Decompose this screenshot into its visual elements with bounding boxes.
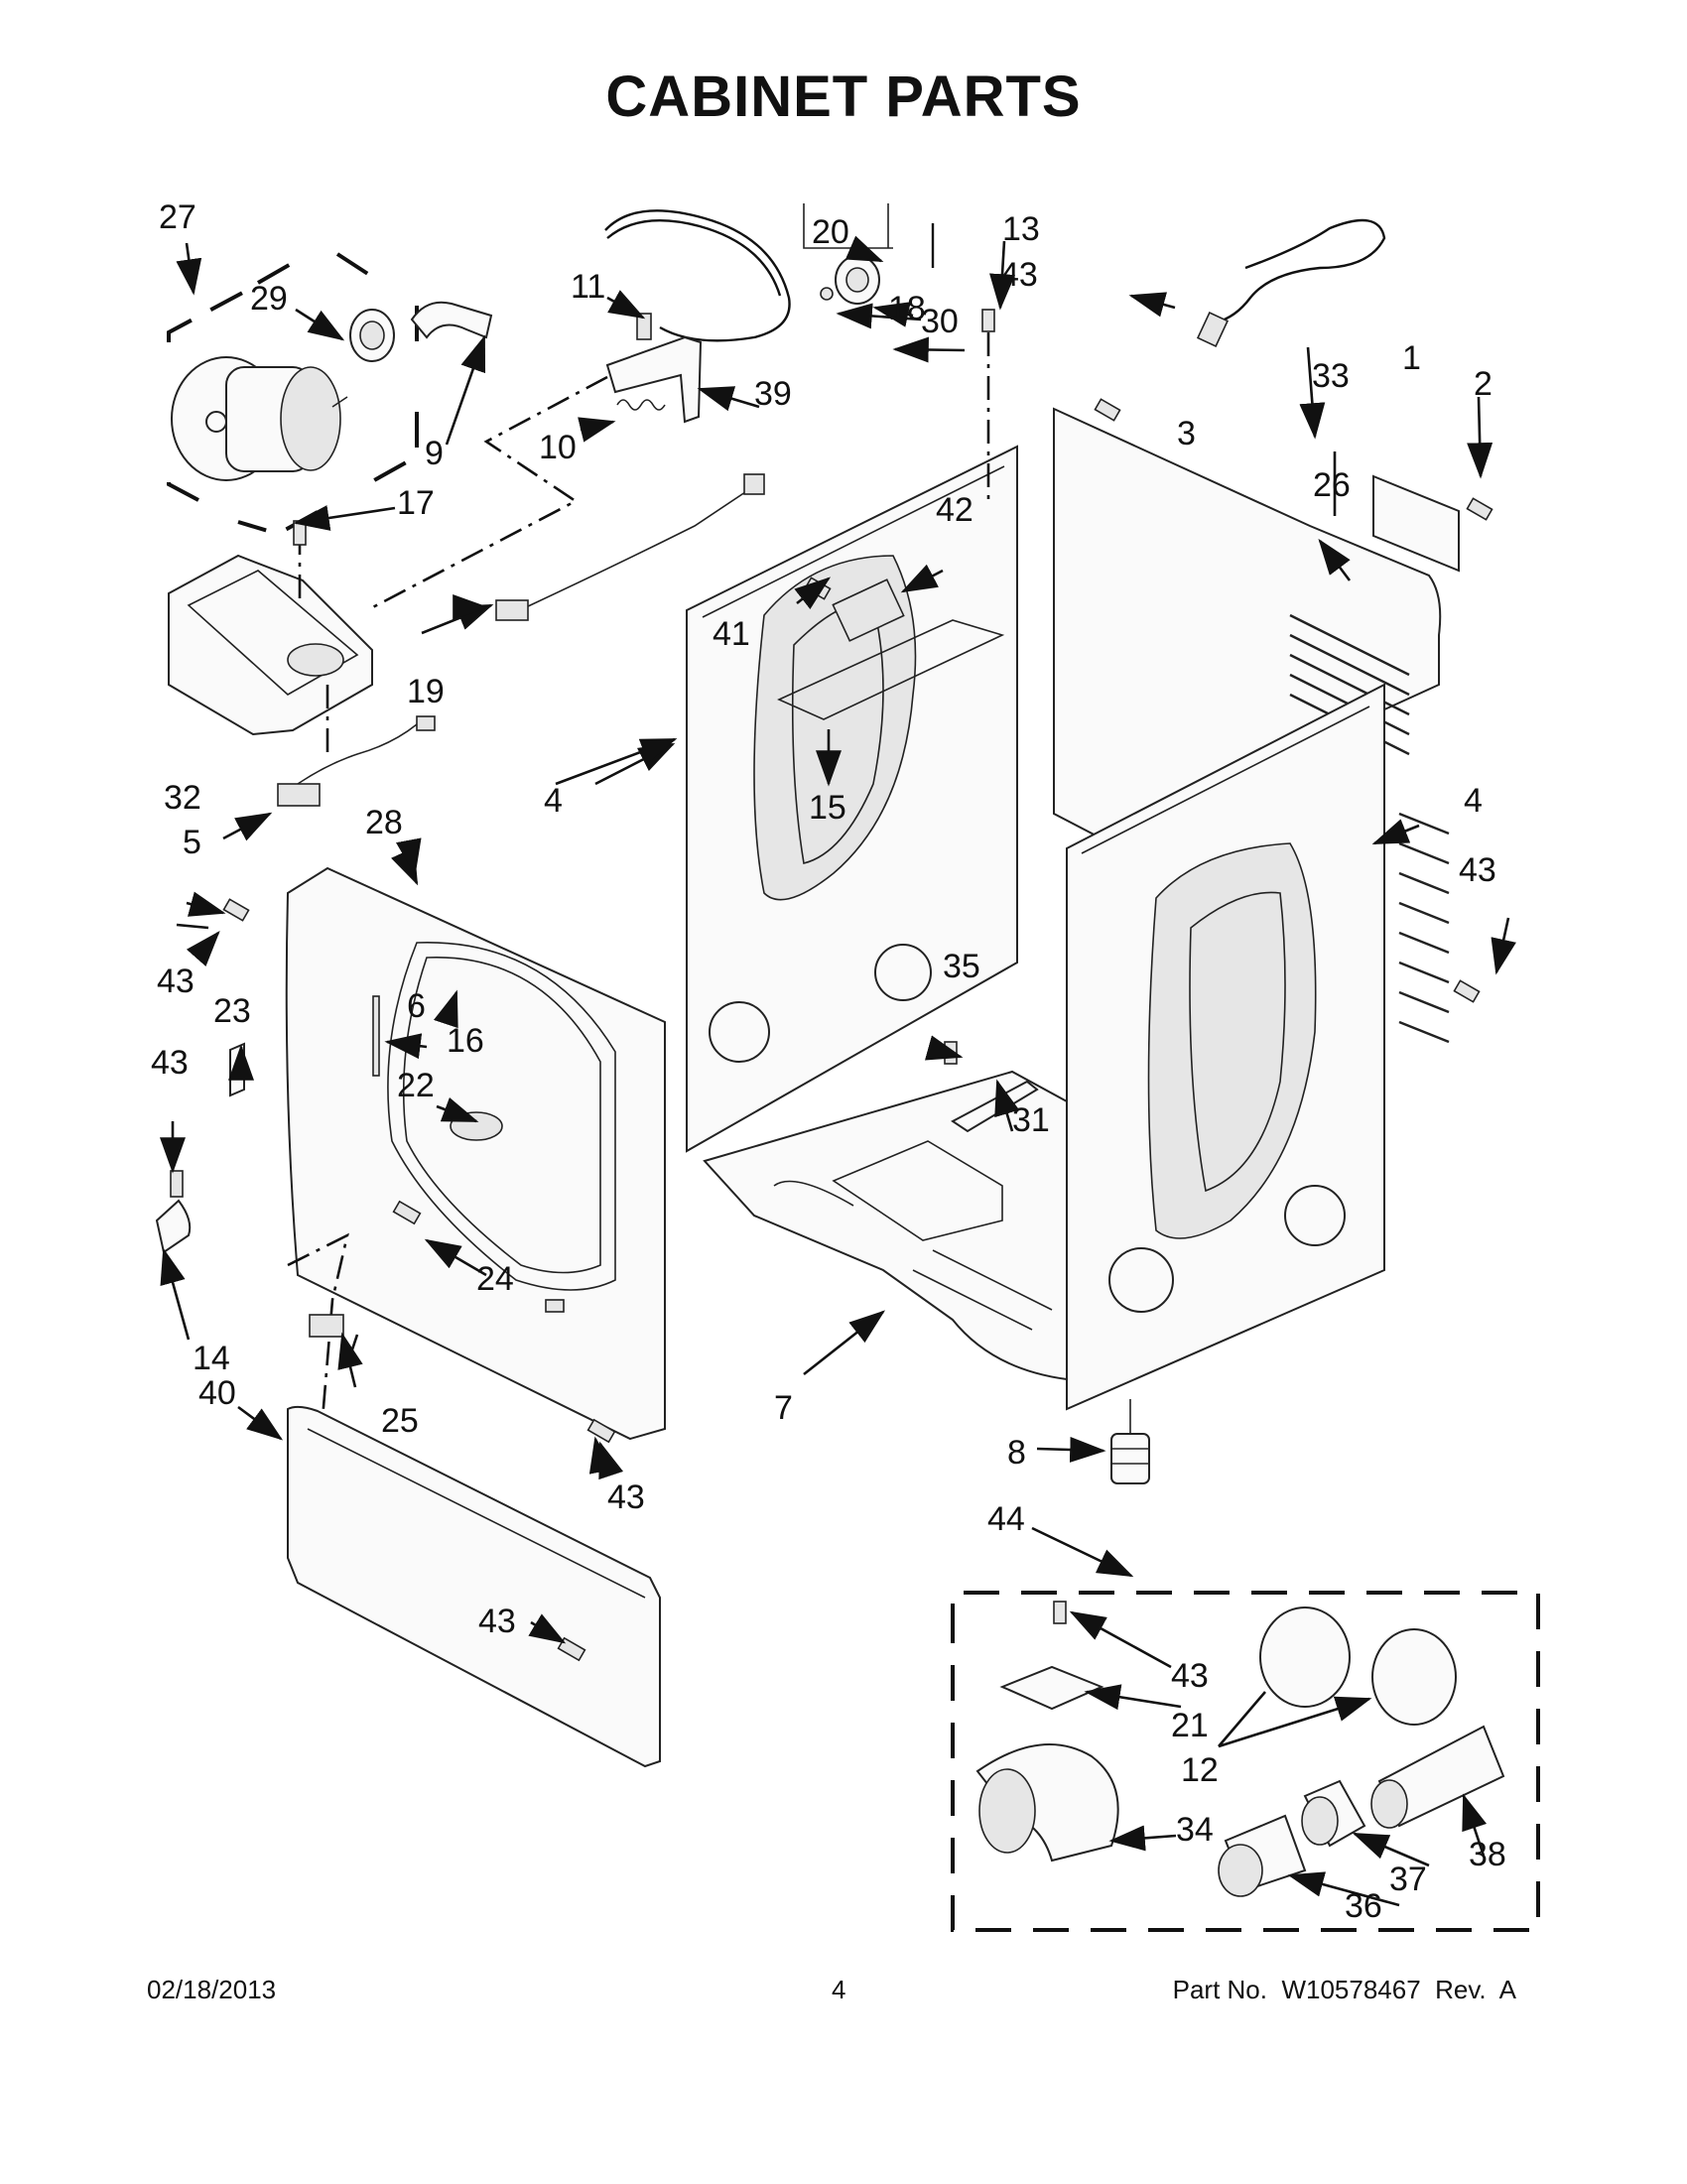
- part-label-26: 26: [1313, 466, 1351, 504]
- part-label-24: 24: [476, 1260, 514, 1298]
- cabinet-back: [1053, 218, 1460, 840]
- part-label-23: 23: [213, 992, 251, 1030]
- part-label-40: 40: [198, 1374, 236, 1412]
- part-label-37: 37: [1389, 1861, 1427, 1898]
- part-label-30: 30: [921, 303, 959, 340]
- part-labels: 27 29 9 11 10 20 18 30 39 13 43 17 19 32…: [151, 198, 1506, 1925]
- part-label-11: 11: [571, 268, 605, 306]
- belt-idler-group: [366, 203, 935, 612]
- part-label-27: 27: [159, 198, 196, 236]
- part-label-5: 5: [183, 824, 201, 861]
- part-label-21: 21: [1171, 1707, 1209, 1744]
- part-label-43-top: 43: [1000, 256, 1038, 294]
- part-label-18: 18: [888, 290, 926, 327]
- part-label-4-right: 4: [1464, 782, 1483, 820]
- part-label-9: 9: [425, 435, 444, 472]
- part-label-39: 39: [754, 375, 792, 413]
- motor-mount: [168, 520, 373, 754]
- part-label-2: 2: [1474, 365, 1492, 403]
- cabinet-side-right: [1066, 683, 1450, 1411]
- footer-page-number: 4: [832, 1975, 846, 2004]
- part-label-28: 28: [365, 804, 403, 841]
- part-label-32: 32: [164, 779, 201, 817]
- motor-assembly: [167, 252, 493, 537]
- drawings: [155, 203, 1540, 1932]
- part-label-29: 29: [250, 280, 288, 318]
- part-label-43-leftB: 43: [151, 1044, 189, 1082]
- part-label-36: 36: [1345, 1887, 1382, 1925]
- part-label-43-vent: 43: [1171, 1657, 1209, 1695]
- part-label-35: 35: [943, 948, 980, 985]
- part-label-6: 6: [407, 987, 426, 1025]
- part-label-4-left: 4: [544, 782, 563, 820]
- part-label-43-bottomA: 43: [607, 1478, 645, 1516]
- part-label-41: 41: [713, 615, 750, 653]
- part-label-14: 14: [193, 1340, 230, 1377]
- footer-part-number: Part No. W10578467 Rev. A: [1172, 1975, 1516, 2004]
- part-label-10: 10: [539, 429, 577, 466]
- part-label-1: 1: [1402, 339, 1421, 377]
- part-label-13: 13: [1002, 210, 1040, 248]
- cabinet-side-left: [686, 445, 1018, 1153]
- part-label-33: 33: [1312, 357, 1350, 395]
- part-label-17: 17: [397, 484, 435, 522]
- part-label-7: 7: [774, 1389, 793, 1427]
- part-label-43-bottomB: 43: [478, 1603, 516, 1640]
- harness-group: [277, 473, 765, 807]
- part-label-3: 3: [1177, 415, 1196, 452]
- part-label-8: 8: [1007, 1434, 1026, 1472]
- part-label-44: 44: [987, 1500, 1025, 1538]
- vent-kit: [951, 1591, 1540, 1932]
- part-label-38: 38: [1469, 1836, 1506, 1873]
- part-label-16: 16: [447, 1022, 484, 1060]
- part-label-19: 19: [407, 673, 445, 710]
- part-label-43-right: 43: [1459, 851, 1496, 889]
- part-label-15: 15: [809, 789, 846, 827]
- part-label-42: 42: [936, 491, 973, 529]
- part-label-34: 34: [1176, 1811, 1214, 1849]
- footer-date: 02/18/2013: [147, 1975, 277, 2004]
- page-title: CABINET PARTS: [605, 64, 1082, 129]
- part-label-31: 31: [1012, 1101, 1050, 1139]
- part-label-20: 20: [812, 213, 849, 251]
- part-label-43-leftA: 43: [157, 963, 195, 1000]
- leader-arrows: [160, 235, 1508, 1907]
- part-label-12: 12: [1181, 1751, 1219, 1789]
- leveling-foot: [1110, 1399, 1150, 1484]
- front-panel: [155, 866, 666, 1441]
- part-label-25: 25: [381, 1402, 419, 1440]
- part-label-22: 22: [397, 1067, 435, 1104]
